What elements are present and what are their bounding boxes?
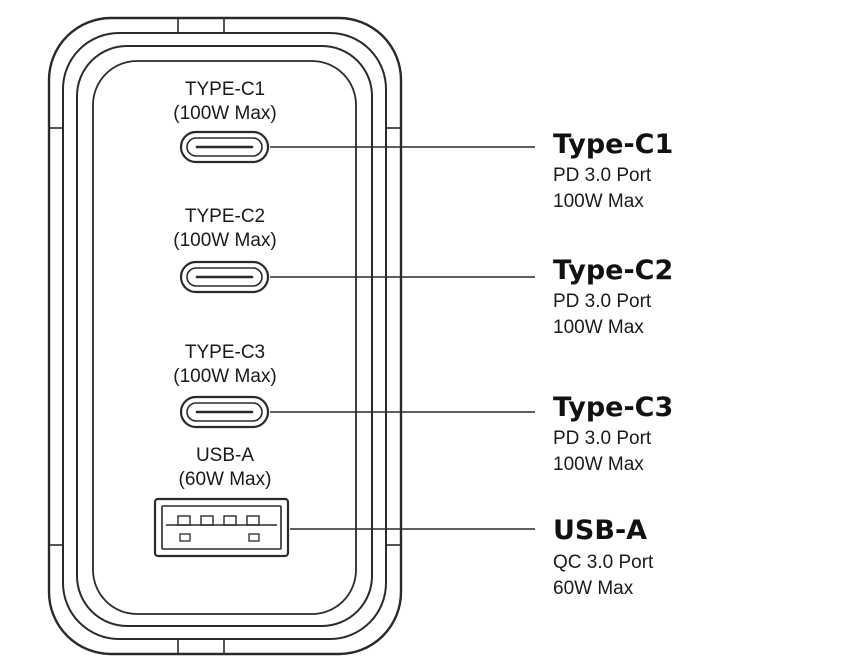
port-label-bottom: (60W Max) [179, 469, 272, 490]
callout-protocol: QC 3.0 Port [553, 552, 654, 573]
callout-title: Type-C2 [553, 255, 673, 286]
port-type-c3: TYPE-C3 (100W Max) Type-C3 PD 3.0 Port 1… [173, 342, 673, 475]
port-label-bottom: (100W Max) [173, 103, 276, 124]
port-type-c2: TYPE-C2 (100W Max) Type-C2 PD 3.0 Port 1… [173, 206, 673, 338]
usb-a-latch [248, 533, 260, 542]
port-label-bottom: (100W Max) [173, 366, 276, 387]
faceplate-outer [76, 45, 373, 627]
port-label-top: USB-A [196, 445, 254, 466]
callout-protocol: PD 3.0 Port [553, 165, 652, 186]
usb-c-port-tongue [186, 137, 263, 157]
usb-c-port-outline [179, 130, 270, 164]
callout-title: Type-C3 [553, 392, 673, 423]
usb-c-port-tongue [186, 402, 263, 422]
port-label-top: TYPE-C1 [185, 79, 265, 100]
usb-a-contact [223, 515, 237, 526]
usb-a-port-outer [153, 497, 290, 558]
port-type-c1: TYPE-C1 (100W Max) Type-C1 PD 3.0 Port 1… [173, 79, 673, 212]
callout-power: 100W Max [553, 317, 644, 338]
charger-body [47, 16, 403, 656]
usb-a-latch [179, 533, 191, 542]
outer-shell [47, 16, 403, 656]
port-label-top: TYPE-C2 [185, 206, 265, 227]
port-usb-a: USB-A (60W Max) USB-A QC 3.0 Port 60W Ma… [153, 445, 654, 599]
callout-power: 60W Max [553, 578, 634, 599]
usb-a-contact [246, 515, 260, 526]
usb-a-contact [177, 515, 191, 526]
usb-a-contact [200, 515, 214, 526]
usb-c-port-tongue [186, 267, 263, 287]
callout-power: 100W Max [553, 191, 644, 212]
callout-title: USB-A [553, 515, 647, 546]
usb-a-port-inner [161, 505, 282, 550]
callout-title: Type-C1 [553, 129, 673, 160]
usb-c-port-outline [179, 395, 270, 429]
port-label-top: TYPE-C3 [185, 342, 265, 363]
port-label-bottom: (100W Max) [173, 230, 276, 251]
callout-protocol: PD 3.0 Port [553, 428, 652, 449]
callout-power: 100W Max [553, 454, 644, 475]
callout-protocol: PD 3.0 Port [553, 291, 652, 312]
faceplate-inner [92, 60, 357, 615]
usb-a-port [153, 497, 290, 558]
usb-c-port-outline [179, 260, 270, 294]
